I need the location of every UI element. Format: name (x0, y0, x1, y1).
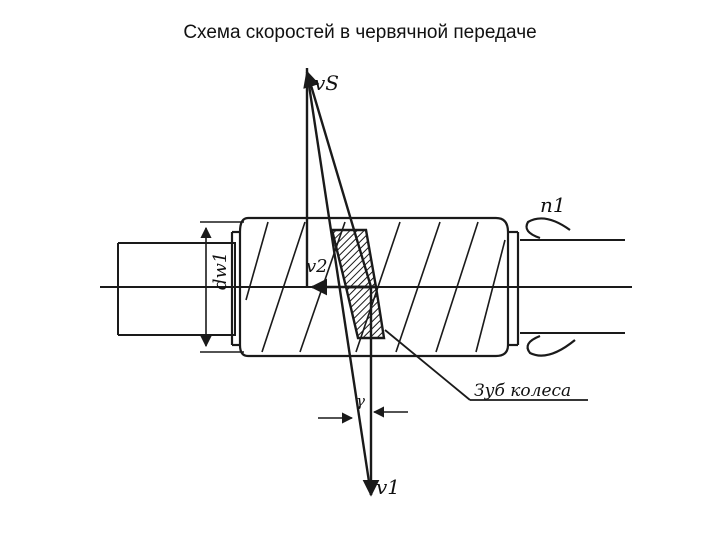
rotation-n1 (525, 217, 576, 357)
label-v2: v2 (306, 256, 328, 277)
label-v1: v1 (376, 475, 400, 499)
label-gamma: γ (356, 392, 365, 410)
dimension-dw1 (200, 221, 244, 353)
label-n1: n1 (540, 193, 566, 217)
tooth-leader (384, 329, 471, 401)
angle-gamma (318, 406, 408, 424)
slide-title: Схема скоростей в червячной передаче (183, 22, 537, 43)
worm-body (230, 216, 520, 358)
shaft (117, 239, 625, 336)
velocity-vectors (303, 68, 380, 497)
label-dw1: dw1 (210, 252, 231, 290)
label-vs: vS (314, 71, 339, 95)
label-tooth: Зуб колеса (474, 381, 571, 401)
